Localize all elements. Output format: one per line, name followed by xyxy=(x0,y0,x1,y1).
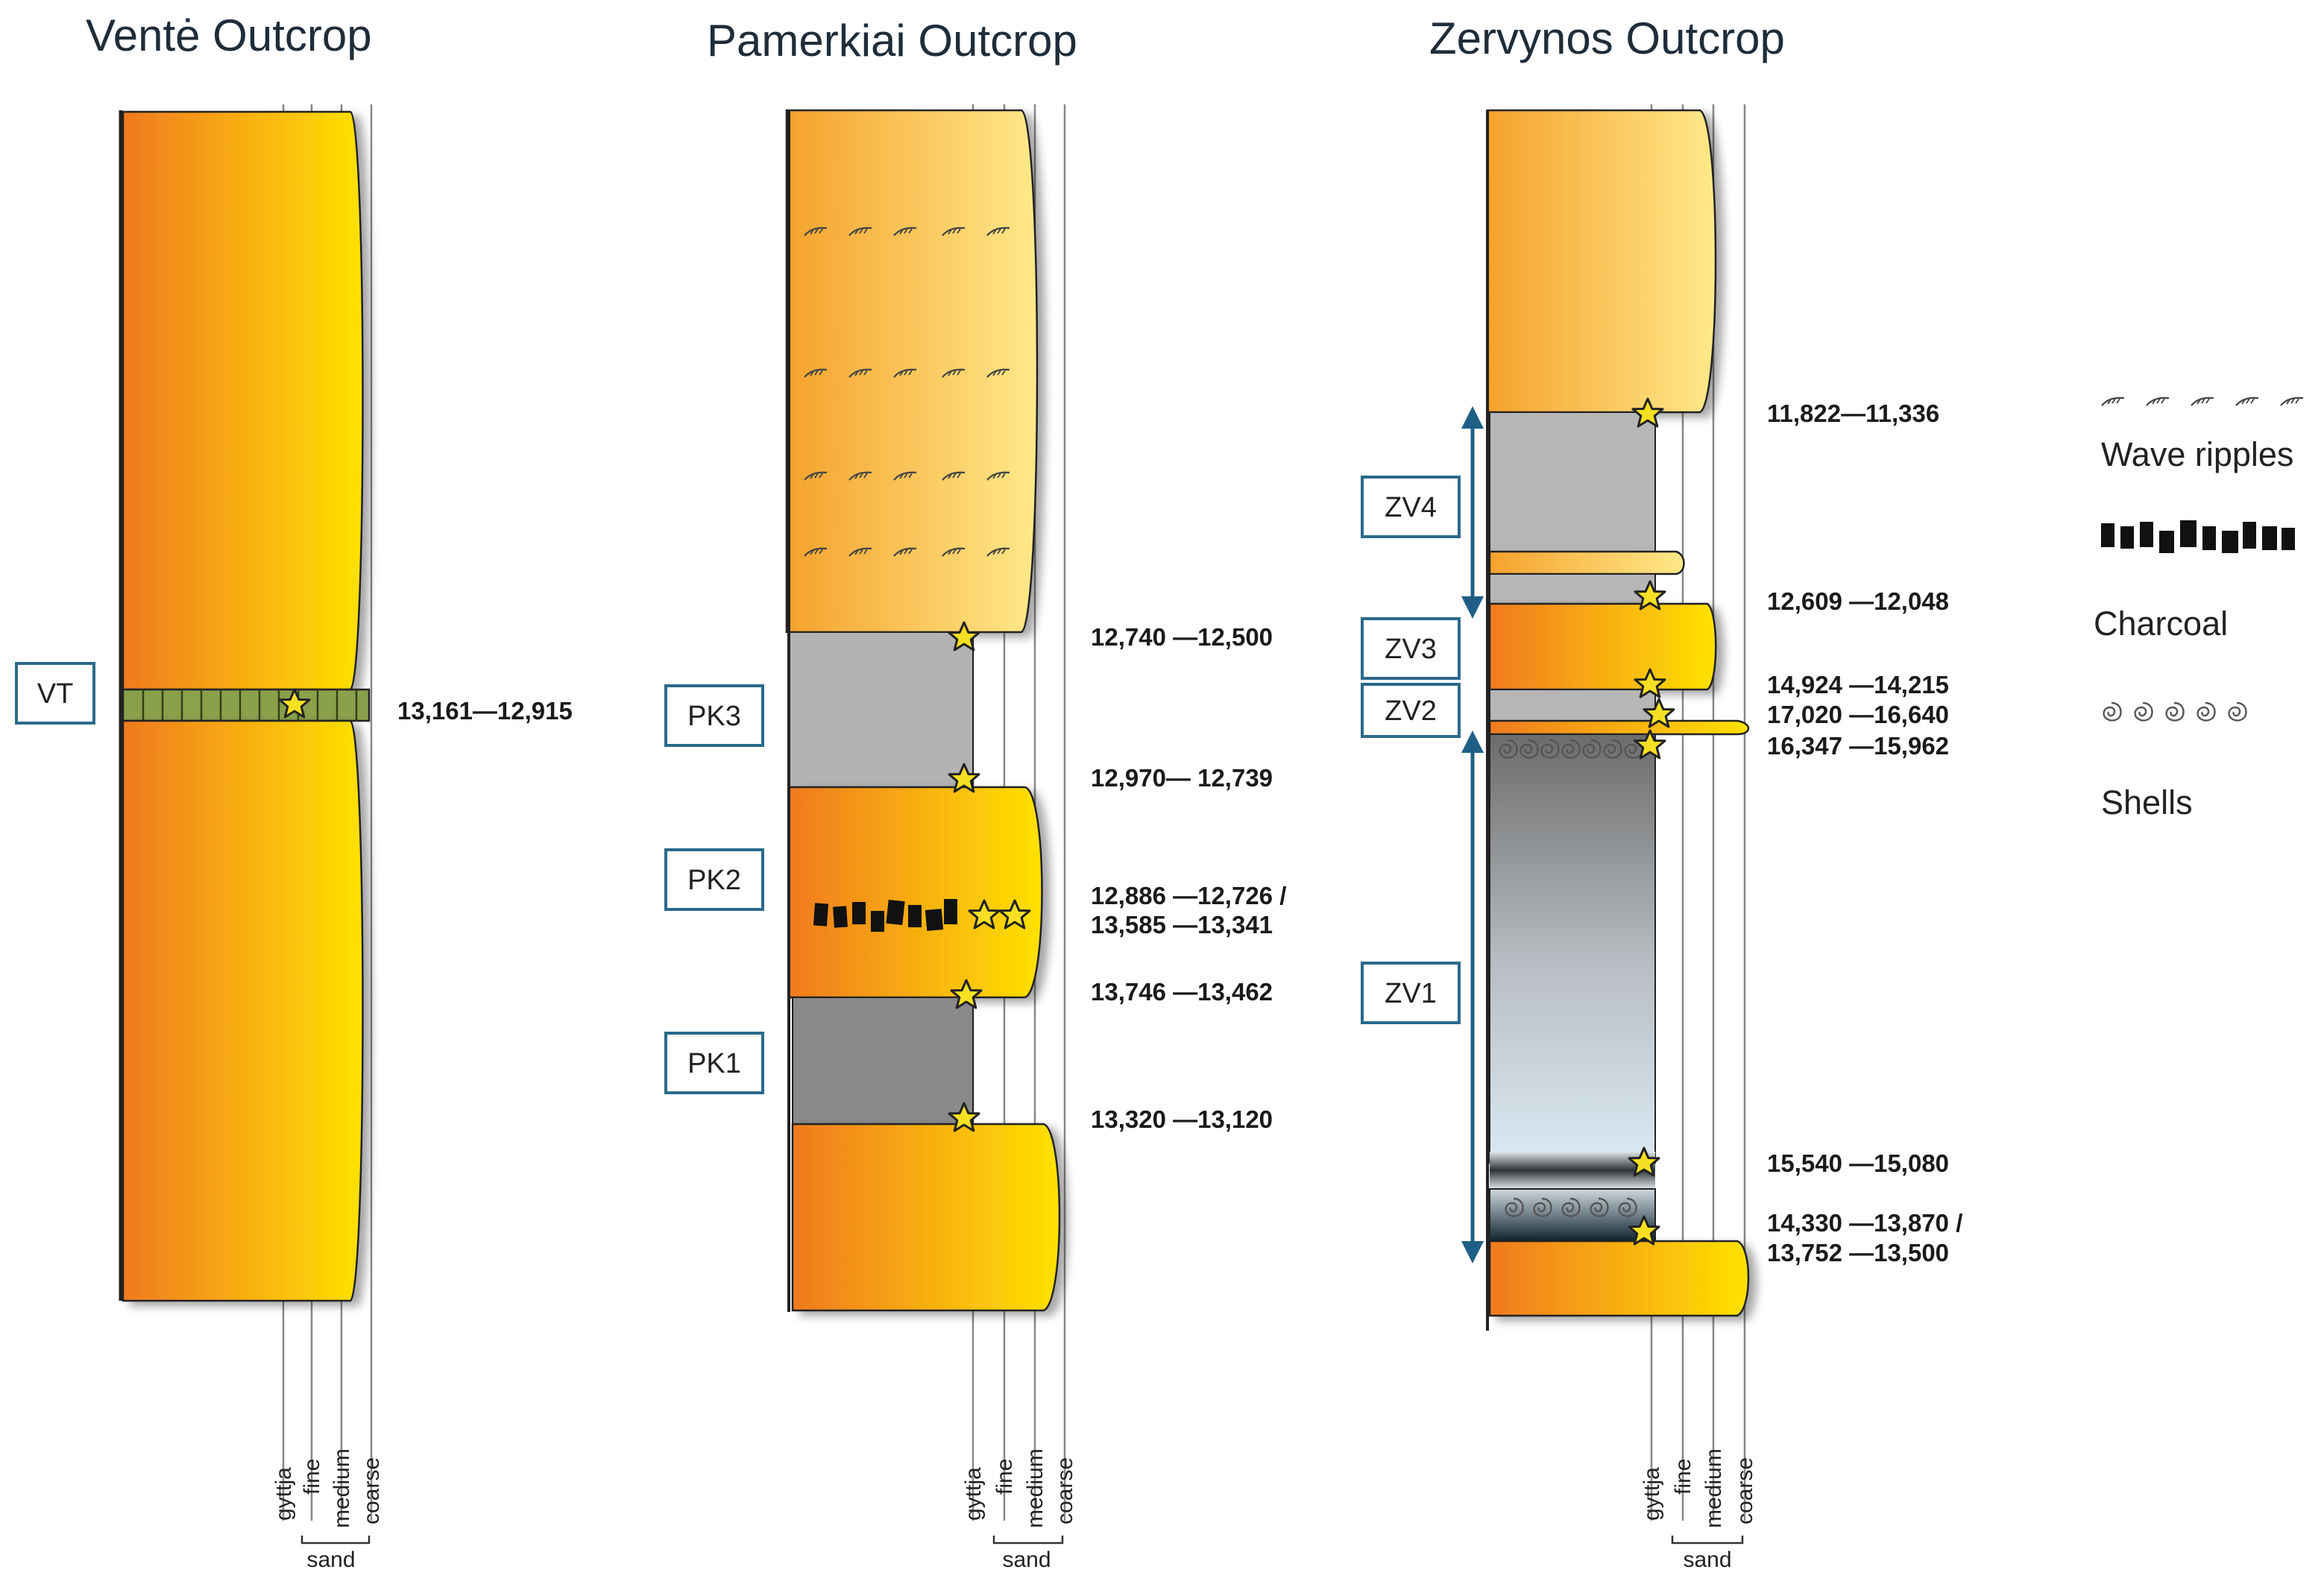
zervynos-zv1-gyttja-layer xyxy=(1489,733,1656,1164)
pamerkiai-sand-bracket xyxy=(992,1536,1064,1545)
wave-ripples-icon xyxy=(2100,397,2305,407)
zervynos-scale-fine: fine xyxy=(1671,1459,1695,1495)
zervynos-date-6: 14,330 —13,870 / xyxy=(1767,1209,1962,1237)
vente-scale-coarse: coarse xyxy=(359,1457,384,1524)
zervynos-scale-gyttja: gyttja xyxy=(1640,1467,1664,1521)
legend-label-charcoal: Charcoal xyxy=(2094,605,2228,643)
zervynos-date-0: 11,822—11,336 xyxy=(1767,400,1939,427)
zervynos-outcrop: Zervynos Outcrop xyxy=(1361,13,1962,1572)
pamerkiai-charcoal-fragments xyxy=(813,899,957,932)
zervynos-unit-box-zv1 xyxy=(1361,962,1461,1024)
pamerkiai-grain-scale: gyttja fine medium coarse sand xyxy=(961,1448,1077,1572)
pamerkiai-date-4: 13,746 —13,462 xyxy=(1091,978,1273,1006)
vente-upper-sand-layer xyxy=(122,110,364,691)
vente-grain-scale: gyttja fine medium coarse sand xyxy=(271,1448,384,1572)
pamerkiai-date-5: 13,320 —13,120 xyxy=(1091,1105,1273,1133)
zervynos-date-3: 17,020 —16,640 xyxy=(1767,701,1949,728)
pamerkiai-date-1: 12,970— 12,739 xyxy=(1091,764,1273,792)
pamerkiai-unit-box-pk3 xyxy=(664,684,764,747)
vente-scale-sand: sand xyxy=(306,1547,355,1572)
zervynos-zv4-clay-layer xyxy=(1489,411,1656,552)
zervynos-zv3-sand-layer xyxy=(1488,602,1717,691)
pamerkiai-date-2: 12,886 —12,726 / xyxy=(1091,882,1286,909)
pamerkiai-pk2-sand-layer xyxy=(787,786,1043,999)
zervynos-top-sand-layer xyxy=(1486,109,1717,414)
zervynos-scale-coarse: coarse xyxy=(1733,1457,1757,1524)
zervynos-title: Zervynos Outcrop xyxy=(1429,13,1785,63)
vente-lower-sand-layer xyxy=(122,719,364,1302)
zervynos-date-4: 16,347 —15,962 xyxy=(1767,732,1949,760)
pamerkiai-date-0: 12,740 —12,500 xyxy=(1091,623,1273,651)
vente-outcrop: Ventė Outcrop VT 13,161—12,915 gyttja fi… xyxy=(15,10,573,1572)
zervynos-zv2-sand-lens xyxy=(1488,719,1750,736)
pamerkiai-pk1-dark-layer xyxy=(792,997,974,1125)
zervynos-unit-box-zv4 xyxy=(1361,476,1461,538)
vente-title: Ventė Outcrop xyxy=(86,10,372,60)
pamerkiai-unit-label-pk1: PK1 xyxy=(687,1048,741,1079)
vente-peat-layer xyxy=(122,688,371,722)
vente-sand-bracket xyxy=(300,1536,371,1545)
zervynos-dark-band xyxy=(1490,1152,1655,1189)
pamerkiai-scale-gyttja: gyttja xyxy=(961,1467,986,1521)
zervynos-unit-label-zv4: ZV4 xyxy=(1385,492,1437,523)
charcoal-icon xyxy=(2101,520,2295,553)
pamerkiai-scale-fine: fine xyxy=(992,1459,1017,1495)
vente-scale-gyttja: gyttja xyxy=(271,1467,296,1521)
zervynos-date-5: 15,540 —15,080 xyxy=(1767,1149,1949,1177)
pamerkiai-scale-sand: sand xyxy=(1002,1547,1051,1572)
zervynos-scale-medium: medium xyxy=(1701,1448,1726,1528)
zervynos-zv2-clay-layer xyxy=(1489,689,1656,722)
zervynos-bottom-sand-layer xyxy=(1488,1240,1750,1317)
pamerkiai-unit-box-pk2 xyxy=(664,848,764,911)
zervynos-unit-box-zv2 xyxy=(1361,683,1461,738)
legend: Wave ripples Charcoal Shells xyxy=(2094,397,2305,821)
pamerkiai-unit-box-pk1 xyxy=(664,1032,764,1094)
zervynos-scale-sand: sand xyxy=(1683,1547,1731,1572)
zervynos-unit-label-zv1: ZV1 xyxy=(1385,978,1437,1009)
pamerkiai-pk3-clay-layer xyxy=(788,631,974,788)
legend-label-shells: Shells xyxy=(2101,783,2193,821)
zervynos-unit-box-zv3 xyxy=(1361,617,1461,680)
vente-date-0: 13,161—12,915 xyxy=(397,697,573,725)
legend-label-wave-ripples: Wave ripples xyxy=(2101,435,2293,473)
pamerkiai-unit-label-pk2: PK2 xyxy=(687,865,741,896)
vente-unit-label-vt: VT xyxy=(37,678,74,710)
pamerkiai-lower-sand-layer xyxy=(791,1123,1061,1312)
zervynos-date-7: 13,752 —13,500 xyxy=(1767,1239,1949,1266)
zervynos-zv4-lower-clay xyxy=(1489,573,1656,605)
zervynos-date-1: 12,609 —12,048 xyxy=(1767,587,1949,615)
zervynos-grain-scale: gyttja fine medium coarse sand xyxy=(1640,1448,1757,1572)
zervynos-unit-label-zv3: ZV3 xyxy=(1385,634,1437,665)
pamerkiai-scale-medium: medium xyxy=(1023,1448,1048,1528)
zervynos-thin-sand-lens xyxy=(1488,550,1685,575)
vente-scale-fine: fine xyxy=(300,1459,324,1495)
pamerkiai-date-3: 13,585 —13,341 xyxy=(1091,911,1273,938)
shells-icon xyxy=(2103,701,2247,722)
pamerkiai-unit-label-pk3: PK3 xyxy=(687,701,741,732)
vente-scale-medium: medium xyxy=(330,1448,354,1528)
zervynos-unit-label-zv2: ZV2 xyxy=(1385,695,1437,727)
zervynos-sand-bracket xyxy=(1671,1536,1744,1545)
vente-unit-box-vt xyxy=(15,662,95,725)
pamerkiai-title: Pamerkiai Outcrop xyxy=(707,16,1077,66)
pamerkiai-scale-coarse: coarse xyxy=(1053,1457,1077,1524)
zervynos-date-2: 14,924 —14,215 xyxy=(1767,671,1949,698)
pamerkiai-outcrop: Pamerkiai Outcrop xyxy=(664,16,1286,1572)
